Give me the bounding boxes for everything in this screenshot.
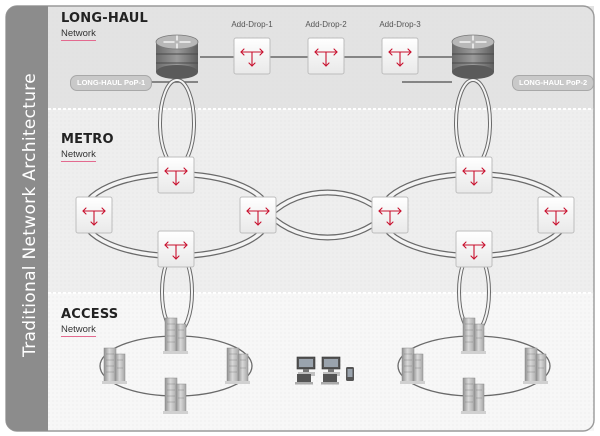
add-drop-1-label: Add-Drop-1: [231, 20, 273, 29]
longhaul-title: LONG-HAUL: [61, 11, 148, 26]
desktop-computer-icon: [296, 356, 316, 376]
add-drop-2-label: Add-Drop-2: [305, 20, 347, 29]
add-drop-multiplexer-icon: [537, 196, 575, 234]
side-title: Traditional Network Architecture: [20, 73, 40, 357]
add-drop-multiplexer-icon: [233, 37, 271, 75]
metro-subtitle: Network: [61, 149, 96, 162]
add-drop-multiplexer-icon: [75, 196, 113, 234]
pop-2-label: LONG-HAUL PoP-2: [512, 75, 595, 91]
access-title: ACCESS: [61, 307, 119, 322]
pop-1-label: LONG-HAUL PoP-1: [70, 75, 153, 91]
phone-icon: [346, 367, 354, 381]
add-drop-multiplexer-icon: [455, 156, 493, 194]
router-icon: [451, 34, 495, 80]
side-panel: [6, 6, 48, 431]
router-icon: [155, 34, 199, 80]
add-drop-multiplexer-icon: [157, 156, 195, 194]
laptop-icon: [321, 374, 339, 385]
add-drop-multiplexer-icon: [307, 37, 345, 75]
access-subtitle: Network: [61, 324, 96, 337]
add-drop-3-label: Add-Drop-3: [379, 20, 421, 29]
add-drop-multiplexer-icon: [371, 196, 409, 234]
add-drop-multiplexer-icon: [455, 230, 493, 268]
desktop-computer-icon: [321, 356, 341, 376]
metro-title: METRO: [61, 132, 114, 147]
add-drop-multiplexer-icon: [157, 230, 195, 268]
longhaul-subtitle: Network: [61, 28, 96, 41]
laptop-icon: [295, 374, 313, 385]
add-drop-multiplexer-icon: [381, 37, 419, 75]
add-drop-multiplexer-icon: [239, 196, 277, 234]
